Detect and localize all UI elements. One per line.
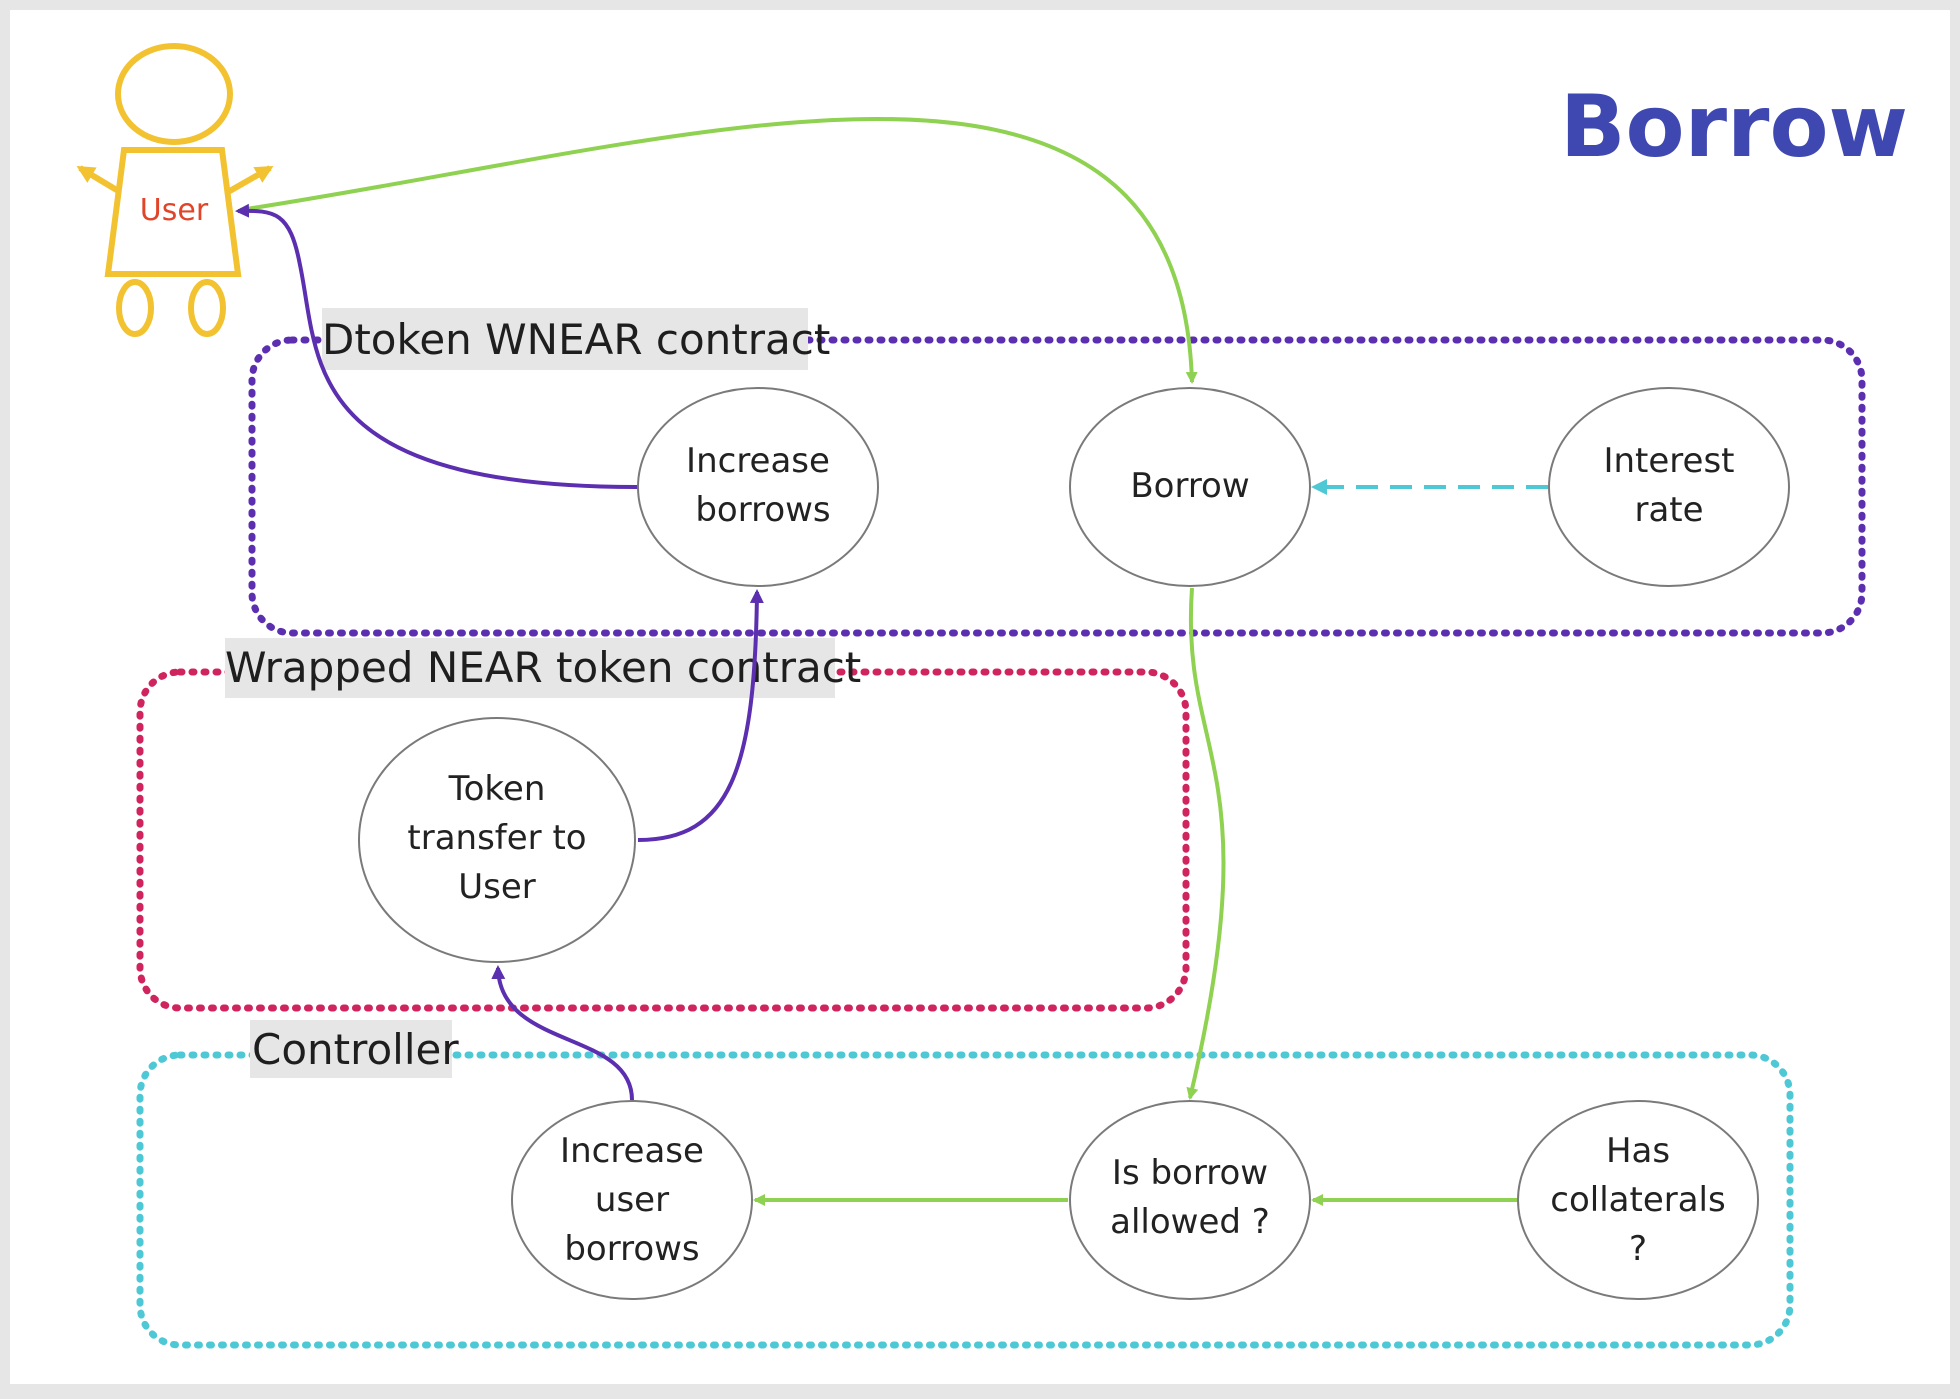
node-increase-user-borrows-line-1: Increase: [560, 1131, 704, 1171]
node-borrow[interactable]: Borrow: [1069, 387, 1311, 587]
node-increase-user-borrows-line-2: user: [595, 1180, 669, 1220]
dtoken-contract-group: [248, 336, 1866, 637]
node-increase-borrows-line-2: borrows: [695, 490, 830, 530]
increase-user-borrows-to-token-transfer-arrow: [491, 965, 634, 1101]
node-token-transfer[interactable]: Token transfer to User: [358, 717, 636, 963]
node-increase-borrows-line-1: Increase: [686, 441, 830, 481]
actor-right-arm-icon: [226, 165, 274, 195]
actor-head-icon: [115, 43, 233, 145]
node-token-transfer-line-2: transfer to: [407, 818, 586, 858]
node-has-collaterals-line-2: collaterals: [1550, 1180, 1725, 1220]
user-to-borrow-arrow: [239, 117, 1198, 384]
node-is-borrow-allowed-line-2: allowed ?: [1110, 1202, 1270, 1242]
node-interest-rate-line-2: rate: [1634, 490, 1703, 530]
node-is-borrow-allowed-line-1: Is borrow: [1112, 1153, 1268, 1193]
wrapped-near-contract-label: Wrapped NEAR token contract: [225, 643, 861, 692]
wrapped-label-bg: [225, 638, 835, 698]
node-interest-rate-line-1: Interest: [1603, 441, 1734, 481]
user-actor[interactable]: User: [76, 43, 274, 337]
node-interest-rate[interactable]: Interest rate: [1548, 387, 1790, 587]
actor-left-arm-icon: [76, 165, 122, 195]
increase-borrows-to-user-arrow: [235, 203, 639, 489]
node-increase-user-borrows[interactable]: Increase user borrows: [511, 1100, 753, 1300]
dtoken-label-bg: [322, 308, 808, 370]
token-transfer-to-increase-borrows-arrow: [637, 589, 764, 842]
actor-left-foot-icon: [116, 279, 154, 337]
controller-label-bg: [250, 1020, 452, 1078]
node-token-transfer-line-1: Token: [448, 769, 546, 809]
node-increase-user-borrows-line-3: borrows: [564, 1229, 699, 1269]
node-borrow-line-1: Borrow: [1130, 466, 1249, 506]
borrow-to-is-borrow-allowed-arrow: [1186, 587, 1226, 1100]
controller-label: Controller: [252, 1025, 459, 1074]
node-increase-borrows[interactable]: Increase borrows: [637, 387, 879, 587]
dtoken-contract-label: Dtoken WNEAR contract: [322, 315, 830, 364]
actor-right-foot-icon: [188, 279, 226, 337]
node-token-transfer-line-3: User: [458, 867, 536, 907]
page-title: Borrow: [1560, 77, 1908, 177]
user-actor-label: User: [140, 193, 209, 228]
actor-body-icon: [104, 147, 242, 277]
node-has-collaterals[interactable]: Has collaterals ?: [1517, 1100, 1759, 1300]
node-is-borrow-allowed[interactable]: Is borrow allowed ?: [1069, 1100, 1311, 1300]
controller-group: [136, 1051, 1794, 1349]
node-has-collaterals-line-3: ?: [1629, 1229, 1647, 1269]
node-has-collaterals-line-1: Has: [1606, 1131, 1670, 1171]
